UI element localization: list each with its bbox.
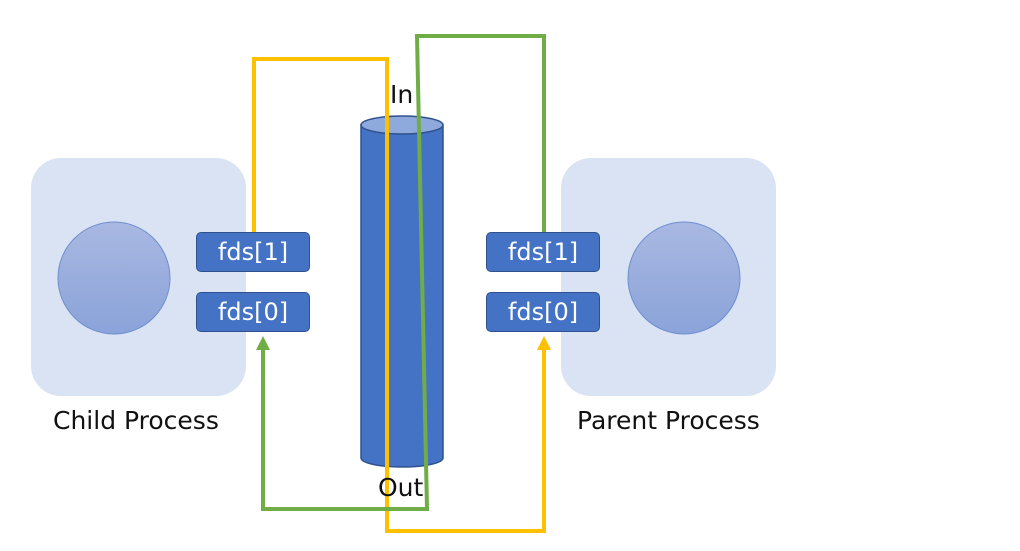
parent-fd-read-box: fds[0] — [486, 292, 600, 332]
parent-fd-read-arrowhead — [537, 336, 551, 350]
parent-fd-write-label: fds[1] — [507, 238, 579, 266]
parent-fd-read-label: fds[0] — [507, 298, 579, 326]
child-fd-read-box: fds[0] — [196, 292, 310, 332]
parent-process-label: Parent Process — [577, 406, 760, 435]
child-process-circle — [57, 221, 171, 335]
child-fd-write-label: fds[1] — [217, 238, 289, 266]
child-process-label: Child Process — [53, 406, 219, 435]
pipe-cylinder — [360, 115, 444, 468]
child-fd-write-box: fds[1] — [196, 232, 310, 272]
pipe-in-label: In — [390, 80, 414, 109]
child-fd-read-arrowhead — [256, 336, 270, 350]
child-fd-read-label: fds[0] — [217, 298, 289, 326]
parent-process-circle — [627, 221, 741, 335]
child-to-parent-line — [252, 57, 546, 533]
parent-to-child-line — [261, 34, 546, 511]
pipe-out-label: Out — [378, 473, 424, 502]
parent-fd-write-box: fds[1] — [486, 232, 600, 272]
